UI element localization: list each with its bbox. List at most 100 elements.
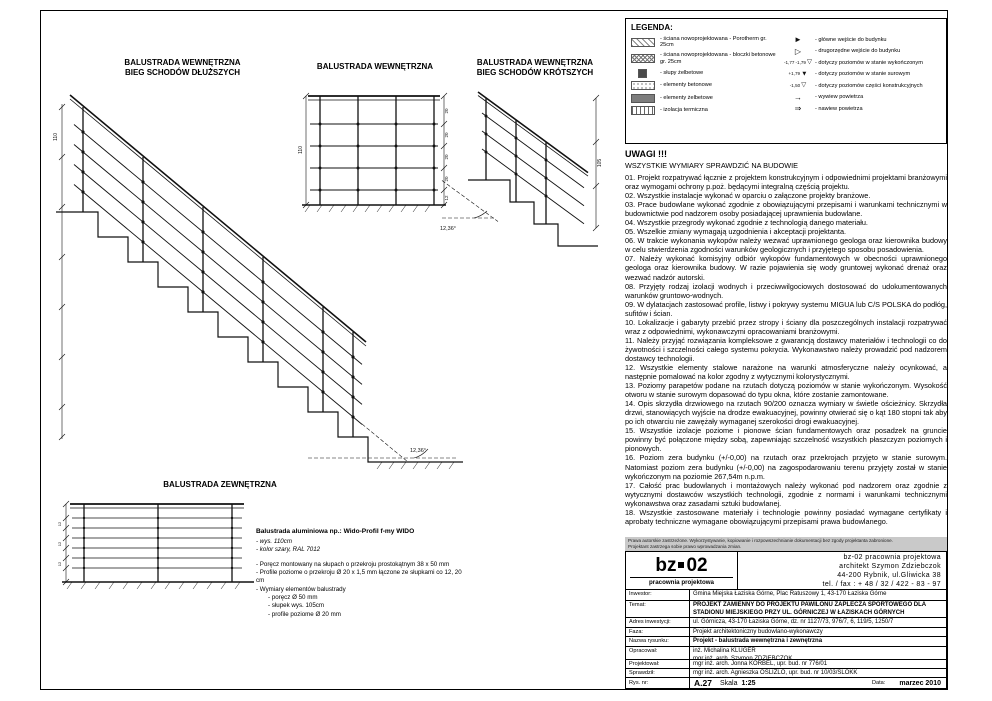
legend-title: LEGENDA: [631,23,673,32]
note-item: 09. W dylatacjach zastosować profile, li… [625,299,947,318]
legend-right-column: ► - główne wejście do budynku ▷ - drugor… [781,36,941,119]
title-line: BALUSTRADA WEWNĘTRZNA [124,58,241,67]
legend-entry-levels-finished: -1,77-1,79▽ - dotyczy poziomów w stanie … [781,59,941,67]
note-item: 10. Lokalizacje i gabaryty przebić przez… [625,317,947,336]
row-label: Nazwa rysunku: [626,637,690,646]
air-exhaust-arrow-icon: → [794,92,802,102]
legend-entry-air-supply: ⇒ - nawiew powietrza [781,105,941,113]
specs-bullet: - profile poziome Ø 20 mm [268,610,341,618]
specs-heading: Balustrada aluminiowa np.: Wido-Profil f… [256,528,415,535]
note-item: 12. Wszystkie elementy stalowe narażone … [625,362,947,382]
legend-label: - wywiew powietrza [815,94,864,101]
angle-label: 12,36° [410,448,426,454]
dim-label: 12 [57,541,62,546]
row-value: Projekt architektoniczny budowlano-wykon… [693,629,823,635]
row-label: Inwestor: [626,590,690,600]
level-triangle: ▼ [801,70,808,78]
titleblock-bottom-row: Rys. nr: A.27 Skala 1:25 Data: marzec 20… [626,678,946,688]
level-marker-structural-icon: -1,50▽ [781,82,815,90]
title-line: BALUSTRADA WEWNĘTRZNA [316,62,434,71]
row-value: inż. Michalina KLUGER mgr inż. arch. Szy… [690,647,946,659]
note-item: 06. W trakcie wykonania wykopów należy w… [625,236,947,255]
specs-line: - kolor szary, RAL 7012 [256,546,321,554]
studio-line: tel. / fax : + 48 / 32 / 422 - 83 - 97 [822,580,941,588]
legend-label: - elementy żelbetowe [660,94,713,101]
secondary-entrance-arrow-icon: ▷ [794,46,802,56]
level-triangle: ▽ [806,58,812,66]
notes-section: UWAGI !!! WSZYSTKIE WYMIARY SPRAWDZIĆ NA… [625,149,947,526]
row-value: PROJEKT ZAMIENNY DO PROJEKTU PAWILONU ZA… [693,602,926,616]
specs-bullet: - poręcz Ø 50 mm [268,594,318,602]
studio-line: architekt Szymon Zdziebczok [839,562,941,570]
title-line: BIEG SCHODÓW KRÓTSZYCH [476,68,594,78]
row-value-line: mgr inż. arch. Szymon ZDZIEBCZOK [693,655,793,660]
titleblock-row-opracowal: Opracował: inż. Michalina KLUGER mgr inż… [626,647,946,660]
balustrade-specs: Balustrada aluminiowa np.: Wido-Profil f… [256,528,471,619]
note-item: 04. Wszystkie przegrody wykonać zgodnie … [625,218,868,228]
titleblock-row-temat: Temat: PROJEKT ZAMIENNY DO PROJEKTU PAWI… [626,601,946,618]
row-value: Gmina Miejska Łaziska Górne, Plac Ratusz… [693,591,887,597]
level-triangle: ▽ [801,81,807,89]
dim-label-110: 110 [53,133,59,141]
titleblock-row-adres: Adres inwestycji: ul. Górnicza, 43-170 Ł… [626,618,946,628]
date-label: Data: [871,680,886,686]
specs-bullet: - słupek wys. 105cm [268,602,325,610]
legend-entry-secondary-entrance: ▷ - drugorzędne wejście do budynku [781,46,941,56]
legend-label: - ściana nowoprojektowana - bloczki beto… [660,52,776,65]
drawing-balustrade-long-stairs: 110 12,36° [53,94,463,470]
row-value: ul. Górnicza, 43-170 Łaziska Górne, dz. … [693,619,894,625]
titleblock-row-inwestor: Inwestor: Gmina Miejska Łaziska Górne, P… [626,590,946,601]
titleblock-row-faza: Faza: Projekt architektoniczny budowlano… [626,628,946,637]
note-item: 13. Poziomy parapetów podane na rzutach … [625,381,947,400]
date-value: marzec 2010 [899,679,941,687]
row-label: Projektował: [626,660,690,668]
rc-elements-swatch [631,93,655,103]
drawing-balustrade-external: 12 12 12 [57,500,254,590]
row-label: Adres inwestycji: [626,618,690,627]
note-item: 08. Przyjęty rodzaj izolacji wodnych i p… [625,281,947,300]
air-supply-arrow-icon: ⇒ [794,104,802,113]
specs-line: - wys. 110cm [256,537,292,545]
scale-label: Skala [719,679,738,687]
dim-label: 12 [444,195,449,201]
thermal-insulation-swatch [631,106,655,116]
dim-label-110: 110 [298,146,304,154]
dim-label: 20 [444,108,449,114]
rc-column-swatch [638,68,647,78]
note-item: 17. Całość prac budowlanych i montażowyc… [625,480,947,508]
title-balustrade-short-stairs: BALUSTRADA WEWNĘTRZNA BIEG SCHODÓW KRÓTS… [460,58,610,79]
legend-label: - dotyczy poziomów w stanie wykończonym [815,59,923,66]
row-label: Faza: [626,628,690,636]
specs-bullet: - Poręcz montowany na słupach o przekroj… [256,560,450,568]
copyright-line: Prawa autorskie zastrzeżone. Wykorzystyw… [628,538,894,543]
title-line: BALUSTRADA ZEWNĘTRZNA [163,480,277,489]
title-balustrade-internal: BALUSTRADA WEWNĘTRZNA [300,62,450,72]
studio-line: 44-200 Rybnik, ul.Gliwicka 38 [837,571,941,579]
title-line: BALUSTRADA WEWNĘTRZNA [476,58,594,67]
legend-left-column: - ściana nowoprojektowana - Porotherm gr… [631,36,781,119]
title-line: BIEG SCHODÓW DŁUŻSZYCH [124,68,241,78]
row-label: Sprawdził: [626,669,690,677]
level-marker-finished-icon: -1,77-1,79▽ [781,59,815,67]
legend-label: - elementy betonowe [660,82,712,89]
legend-entry-levels-structural: -1,50▽ - dotyczy poziomów części konstru… [781,82,941,90]
level-value: -1,79 [795,59,806,65]
row-value: mgr inż. arch. Jonna KORBEL, upr. bud. n… [693,661,828,667]
note-item: 18. Wszystkie zastosowane materiały i te… [625,507,947,526]
legend-entry-thermal-insulation: - izolacja termiczna [631,106,781,116]
dim-label-105: 105 [597,159,603,168]
notes-title: UWAGI !!! [625,149,667,159]
studio-line: bz-02 pracownia projektowa [843,554,941,561]
main-entrance-arrow-icon: ► [794,35,802,44]
legend-entry-rc-elements: - elementy żelbetowe [631,93,781,103]
legend-entry-levels-raw: +1,79▼ - dotyczy poziomów w stanie surow… [781,70,941,79]
legend-entry-wall-blocks: - ściana nowoprojektowana - bloczki beto… [631,52,781,65]
level-value: +1,79 [788,71,801,77]
legend: LEGENDA: - ściana nowoprojektowana - Por… [625,18,947,144]
titleblock-row-projektowal: Projektował: mgr inż. arch. Jonna KORBEL… [626,660,946,669]
title-balustrade-long-stairs: BALUSTRADA WEWNĘTRZNA BIEG SCHODÓW DŁUŻS… [95,58,270,79]
row-value: Projekt - balustrada wewnętrzna i zewnęt… [693,638,823,644]
legend-label: - dotyczy poziomów części konstrukcyjnyc… [815,82,923,89]
drawing-number-value: A.27 [694,678,712,688]
